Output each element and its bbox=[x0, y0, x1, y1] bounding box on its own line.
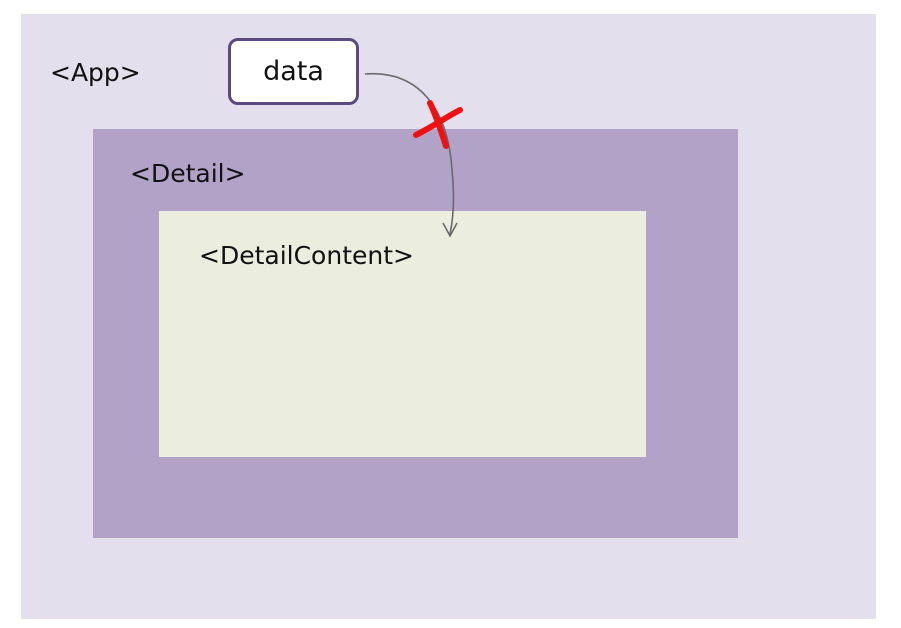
detail-label: <Detail> bbox=[130, 159, 246, 188]
data-node-label: data bbox=[263, 56, 324, 87]
data-node: data bbox=[228, 38, 359, 105]
detail-content-label: <DetailContent> bbox=[199, 241, 414, 270]
app-label: <App> bbox=[50, 58, 141, 87]
detail-content-component-box bbox=[159, 211, 646, 457]
